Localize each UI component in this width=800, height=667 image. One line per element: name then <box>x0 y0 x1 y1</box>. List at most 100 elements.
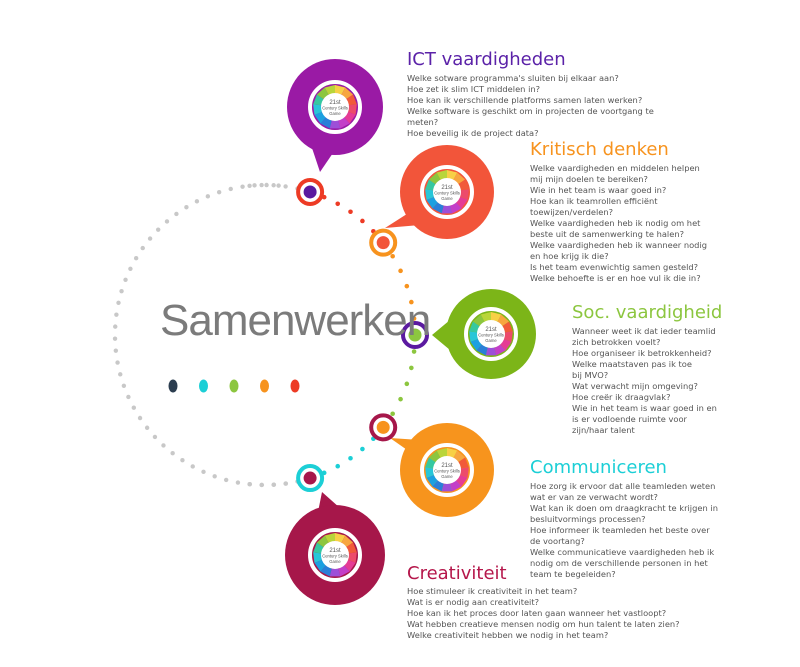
logo-segment <box>497 314 510 327</box>
logo-center <box>433 456 461 484</box>
gray-dot <box>155 227 161 232</box>
logo-text: Century Skills <box>478 333 504 338</box>
logo-segment <box>428 450 441 463</box>
gray-dot <box>115 360 120 365</box>
color-dot <box>229 379 239 393</box>
question-line: Welke sotware programma's sluiten bij el… <box>407 73 619 83</box>
connector-dot <box>409 299 414 305</box>
gray-dot <box>223 477 229 483</box>
logo-segment <box>460 467 469 478</box>
logo-segment <box>425 467 434 478</box>
question-line: team te begeleiden? <box>530 569 616 579</box>
logo-border <box>464 307 518 361</box>
logo-segment <box>341 535 354 548</box>
timeline-node-center <box>376 236 390 250</box>
logo-segment <box>458 457 469 469</box>
logo-segment <box>485 347 497 356</box>
logo-border <box>420 443 474 497</box>
section-title-kritisch: Kritisch denken <box>530 139 669 160</box>
logo-text: 21st <box>485 327 497 333</box>
connector-dot <box>398 268 403 274</box>
logo-text: 21st <box>329 548 341 554</box>
logo-segment <box>338 565 350 577</box>
gray-dot <box>114 312 119 317</box>
logo-text: Game <box>485 338 497 343</box>
timeline-node-center <box>376 420 390 434</box>
gray-dot <box>170 451 175 456</box>
logo-segment <box>313 94 324 106</box>
gray-dot <box>259 182 264 188</box>
section-questions-communiceren: Hoe zorg ik ervoor dat alle teamleden we… <box>530 481 718 580</box>
question-line: Wat is er nodig aan creativiteit? <box>407 597 540 607</box>
question-line: Hoe informeer ik teamleden het beste ove… <box>530 525 710 535</box>
logo-segment <box>476 344 488 356</box>
logo-segment <box>320 565 332 577</box>
logo-segment <box>426 196 438 209</box>
logo-segment <box>436 170 447 180</box>
question-line: zich betrokken voelt? <box>572 337 661 347</box>
question-line: Welke maatstaven pas ik toe <box>572 359 692 369</box>
logo-segment <box>447 448 458 458</box>
timeline-node-center <box>303 471 317 485</box>
logo-segment <box>447 170 458 180</box>
logo-text: Century Skills <box>322 106 348 111</box>
logo-segment <box>494 344 506 356</box>
logo-segment <box>346 94 357 106</box>
gray-dot <box>133 255 139 261</box>
section-questions-creativiteit: Hoe stimuleer ik creativiteit in het tea… <box>407 586 680 641</box>
question-line: Welke behoefte is er en hoe vul ik die i… <box>530 273 701 283</box>
logo-text: Game <box>329 111 341 116</box>
gray-dot <box>283 184 288 189</box>
logo-segment <box>504 331 513 342</box>
question-line: Hoe kan ik verschillende platforms samen… <box>407 95 643 105</box>
logo-center <box>477 320 505 348</box>
question-line: Hoe kan ik teamrollen efficiënt <box>530 196 658 206</box>
gray-dot <box>252 183 257 188</box>
logo-segment <box>313 104 322 115</box>
connector-dot <box>390 253 395 259</box>
question-line: besluitvormings processen? <box>530 514 646 524</box>
logo-segment <box>456 474 468 487</box>
logo-segment <box>425 179 436 191</box>
question-line: meten? <box>407 117 439 127</box>
question-line: Hoe zorg ik ervoor dat alle teamleden we… <box>530 481 716 491</box>
question-line: Welke software is geschikt om in project… <box>407 106 654 116</box>
logo-text: 21st <box>441 463 453 469</box>
question-line: en hoe krijg ik die? <box>530 251 609 261</box>
color-dot <box>290 379 300 393</box>
section-title-creativiteit: Creativiteit <box>407 563 507 584</box>
connector-dot <box>398 396 403 402</box>
gray-dot <box>116 300 121 305</box>
connector-dot <box>409 365 414 371</box>
question-line: Wat hebben creatieve mensen nodig om hun… <box>407 619 680 629</box>
question-line: toewijzen/verdelen? <box>530 207 614 217</box>
logo-text: Game <box>441 196 453 201</box>
logo-segment <box>341 87 354 100</box>
gray-dot <box>140 245 145 251</box>
gray-dot <box>212 474 217 479</box>
connector-dot <box>404 381 410 387</box>
logo-segment <box>335 85 346 95</box>
logo-text: Game <box>441 474 453 479</box>
gray-dot <box>131 405 137 410</box>
logo-segment <box>460 189 469 200</box>
gray-dot <box>283 481 288 486</box>
question-line: Hoe creër ik draagvlak? <box>572 392 671 402</box>
question-line: Is het team evenwichtig samen gesteld? <box>530 262 699 272</box>
logo-center <box>433 178 461 206</box>
logo-segment <box>470 338 482 351</box>
question-line: Hoe organiseer ik betrokkenheid? <box>572 348 712 358</box>
logo-segment <box>320 117 332 129</box>
logo-segment <box>335 533 346 543</box>
logo-segment <box>441 483 453 492</box>
gray-dot <box>235 480 241 485</box>
gray-dot <box>174 211 179 217</box>
logo-segment <box>313 552 322 563</box>
logo-segment <box>491 312 502 322</box>
gray-dot <box>112 336 118 341</box>
logo-segment <box>329 568 341 577</box>
question-line: Wie in het team is waar goed in en <box>572 403 717 413</box>
